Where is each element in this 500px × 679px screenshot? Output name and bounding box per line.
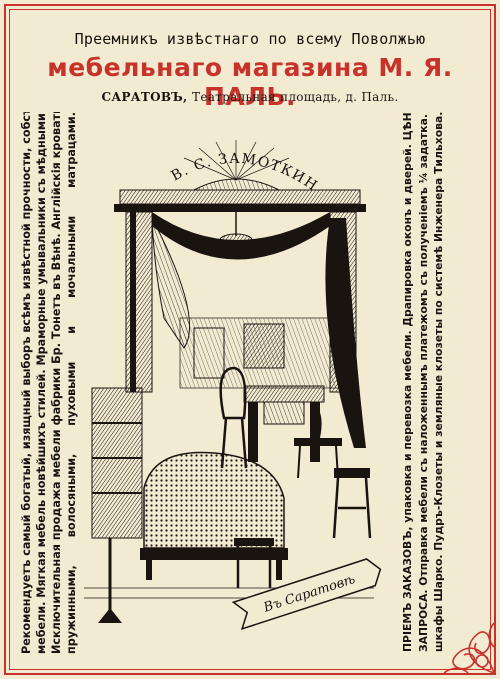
chandelier: [219, 233, 253, 247]
header-successor-line: Преемникъ извѣстнаго по всему Поволжью: [74, 30, 426, 48]
desk-leg: [248, 402, 258, 462]
bentwood-chair: [219, 366, 247, 420]
desk-drawer: [263, 401, 305, 425]
header-address: САРАТОВЪ, Театральная площадь, д. Паль.: [0, 90, 500, 104]
cornice: [119, 189, 361, 205]
arch-signature: В. С. ЗАМОТКИНЪ: [84, 118, 321, 195]
header-street: Театральная площадь, д. Паль.: [192, 90, 399, 104]
left-column-shade: [130, 212, 136, 392]
page-border-inner: [9, 9, 491, 670]
right-curtain: [325, 218, 366, 448]
right-text-line: ЗАПРОСА. Отправка мебели съ наложеннымъ …: [416, 112, 430, 652]
left-column: [125, 211, 153, 393]
left-text-line: Рекомендуетъ самый богатый, изящный выбо…: [20, 112, 33, 654]
back-cabinet: [243, 323, 285, 369]
footstool: [234, 538, 274, 546]
plant-stand: [334, 468, 370, 478]
swag-drape: [152, 212, 330, 260]
corner-ornament-icon: [443, 622, 495, 674]
header-store-name: мебельнаго магазина М. Я. ПАЛЬ.: [47, 53, 453, 111]
bookcase: [91, 387, 143, 539]
left-text-line: мебели. Мягкая мебель новѣйшихъ стилей. …: [34, 112, 48, 654]
furniture-showroom-illustration: В. С. ЗАМОТКИНЪ: [78, 106, 414, 638]
right-text-line: шкафы Шарко. Пудръ-Клозеты и земляные кл…: [432, 112, 446, 652]
crest-ornament: [193, 178, 280, 191]
left-text-line: Исключительная продажа мебели фабрики Бр…: [49, 112, 63, 654]
showroom-engraving: В. С. ЗАМОТКИНЪ: [78, 106, 382, 631]
plant-icon: [312, 408, 322, 438]
cornice-molding: [114, 204, 366, 212]
page-border-outer: [4, 4, 496, 675]
sunburst-rays: [183, 140, 290, 181]
header-city: САРАТОВЪ,: [101, 90, 188, 104]
left-text-line: пружинными, волосяными, пуховыми и мочал…: [64, 112, 78, 654]
upholstered-sofa: [143, 451, 285, 549]
side-table: [294, 438, 342, 446]
ribbon-banner: Въ Саратовѣ: [231, 558, 382, 631]
back-doorway: [193, 327, 225, 379]
desk-top: [243, 385, 325, 403]
sofa-base: [140, 548, 288, 560]
